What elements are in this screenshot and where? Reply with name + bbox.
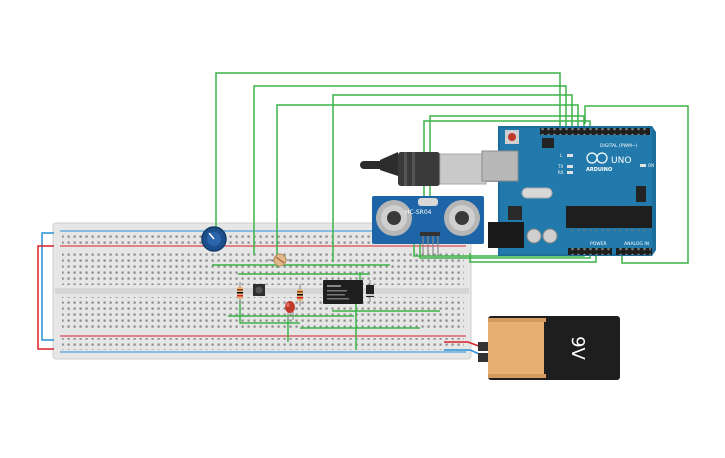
push-button[interactable]	[253, 284, 265, 296]
l-led-label: L	[560, 153, 563, 158]
wire-rail-red	[37, 245, 54, 350]
on-led-label: ON	[648, 163, 654, 168]
ultrasonic-sensor[interactable]: HC-SR04	[372, 196, 484, 256]
wire-potentiometer	[215, 72, 561, 233]
wire-rail-blue	[41, 232, 54, 341]
dc-power-jack	[488, 222, 524, 248]
wire-relay	[332, 94, 573, 262]
red-led[interactable]	[285, 301, 295, 320]
brand-label: ARDUINO	[586, 167, 612, 173]
rx-led-label: RX	[558, 170, 564, 175]
photoresistor[interactable]	[268, 253, 292, 267]
battery-9v[interactable]: 9V	[478, 316, 620, 380]
arduino-uno-board[interactable]: DIGITAL (PWM~) UNO ARDUINO L TX RX ON PO…	[481, 126, 656, 256]
resistor-led[interactable]	[297, 284, 303, 306]
diode[interactable]	[366, 280, 374, 302]
relay[interactable]	[323, 280, 363, 304]
digital-label: DIGITAL (PWM~)	[600, 143, 638, 149]
wire-ext-right	[584, 105, 689, 264]
atmega-chip	[566, 206, 652, 228]
potentiometer[interactable]	[201, 226, 227, 252]
power-label: POWER	[590, 241, 607, 247]
resistor-button[interactable]	[237, 282, 243, 304]
wire-ldr	[253, 85, 567, 255]
battery-label: 9V	[567, 336, 588, 360]
usb-jack	[481, 150, 519, 182]
reset-button[interactable]	[508, 133, 516, 141]
breadboard[interactable]	[52, 222, 472, 360]
tx-led-label: TX	[557, 164, 563, 169]
wire-bb-6	[239, 300, 300, 324]
sensor-label: HC-SR04	[405, 209, 432, 216]
model-label: UNO	[611, 156, 631, 166]
analog-label: ANALOG IN	[624, 241, 649, 247]
